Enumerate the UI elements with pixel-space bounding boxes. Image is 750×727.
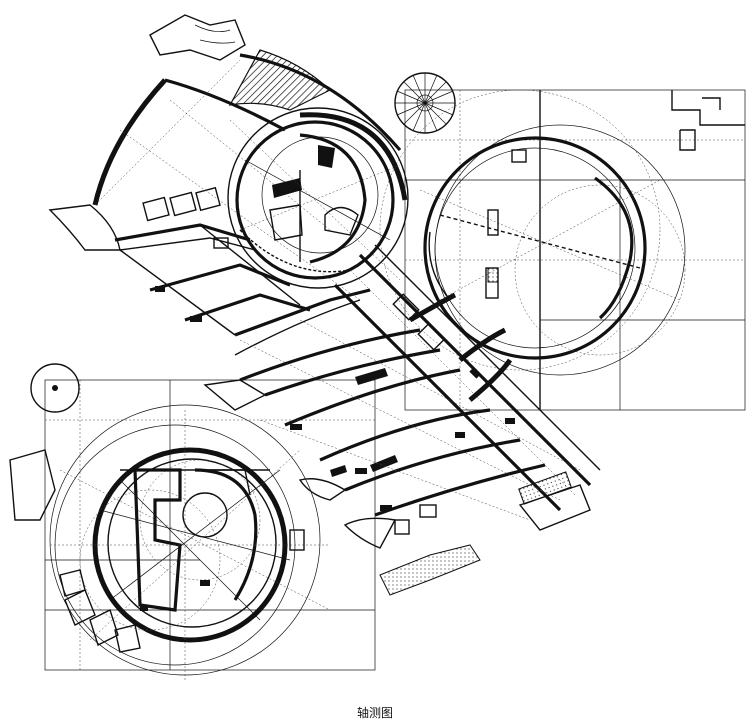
lower-left-plan (9, 363, 376, 671)
upper-right-plan (404, 89, 746, 411)
diagonal-spine (333, 244, 601, 512)
right-circular-volume (379, 89, 686, 376)
mid-curved-bays (203, 292, 591, 596)
axonometric-drawing (9, 14, 746, 680)
upper-left-wing (48, 14, 402, 337)
upper-spiral-stair (394, 72, 456, 134)
lower-circular-volume (49, 404, 331, 680)
drawing-caption: 轴测图 (356, 706, 393, 720)
upper-central-core (227, 107, 409, 289)
